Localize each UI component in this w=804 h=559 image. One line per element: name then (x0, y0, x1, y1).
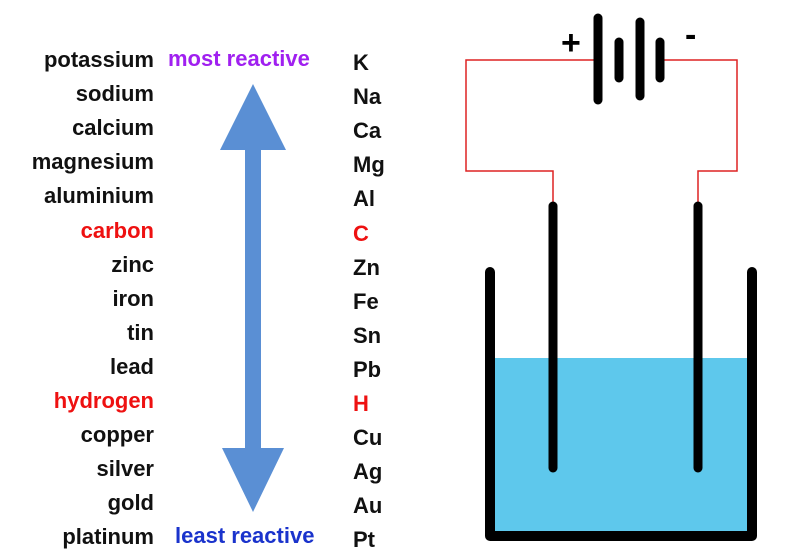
element-name-zinc: zinc (111, 251, 154, 277)
wire-right (664, 59, 738, 203)
element-symbol-na: Na (353, 84, 382, 110)
element-symbol-pb: Pb (353, 356, 382, 382)
element-symbol-pt: Pt (353, 527, 375, 553)
element-symbol-au: Au (353, 493, 383, 519)
element-symbol-al: Al (353, 186, 375, 212)
element-symbol-mg: Mg (353, 152, 385, 178)
element-symbol-cu: Cu (353, 425, 383, 451)
element-symbol-sn: Sn (353, 322, 382, 348)
element-name-carbon: carbon (80, 217, 154, 243)
arrow-head-down (222, 448, 284, 512)
most-reactive-label: most reactive (168, 46, 310, 71)
element-symbol-ag: Ag (353, 459, 383, 485)
element-symbol-h: H (353, 391, 369, 416)
element-name-aluminium: aluminium (43, 183, 154, 209)
element-name-magnesium: magnesium (31, 149, 154, 175)
beaker (485, 267, 757, 541)
element-symbol-zn: Zn (353, 254, 380, 280)
element-name-copper: copper (80, 422, 154, 448)
element-name-lead: lead (109, 353, 154, 379)
element-name-tin: tin (127, 319, 154, 345)
electrolyte-solution (490, 358, 752, 536)
element-symbol-ca: Ca (353, 118, 382, 144)
element-symbol-k: K (353, 50, 369, 75)
arrow-head-up (220, 84, 286, 150)
element-name-silver: silver (96, 456, 155, 482)
element-name-iron: iron (112, 285, 154, 311)
positive-terminal-sign: + (561, 24, 581, 62)
element-name-hydrogen: hydrogen (53, 388, 154, 413)
element-name-gold: gold (107, 490, 154, 516)
element-symbol-fe: Fe (353, 288, 379, 314)
element-name-potassium: potassium (43, 47, 154, 72)
arrow-shaft (245, 146, 261, 452)
element-symbol-c: C (353, 220, 369, 246)
element-name-calcium: calcium (72, 115, 154, 141)
reactivity-arrow (220, 84, 286, 512)
battery (593, 13, 665, 105)
least-reactive-label: least reactive (175, 523, 315, 548)
negative-terminal-sign: - (685, 16, 697, 54)
element-name-platinum: platinum (62, 524, 154, 550)
element-name-sodium: sodium (75, 81, 154, 107)
wire-left (465, 59, 598, 203)
